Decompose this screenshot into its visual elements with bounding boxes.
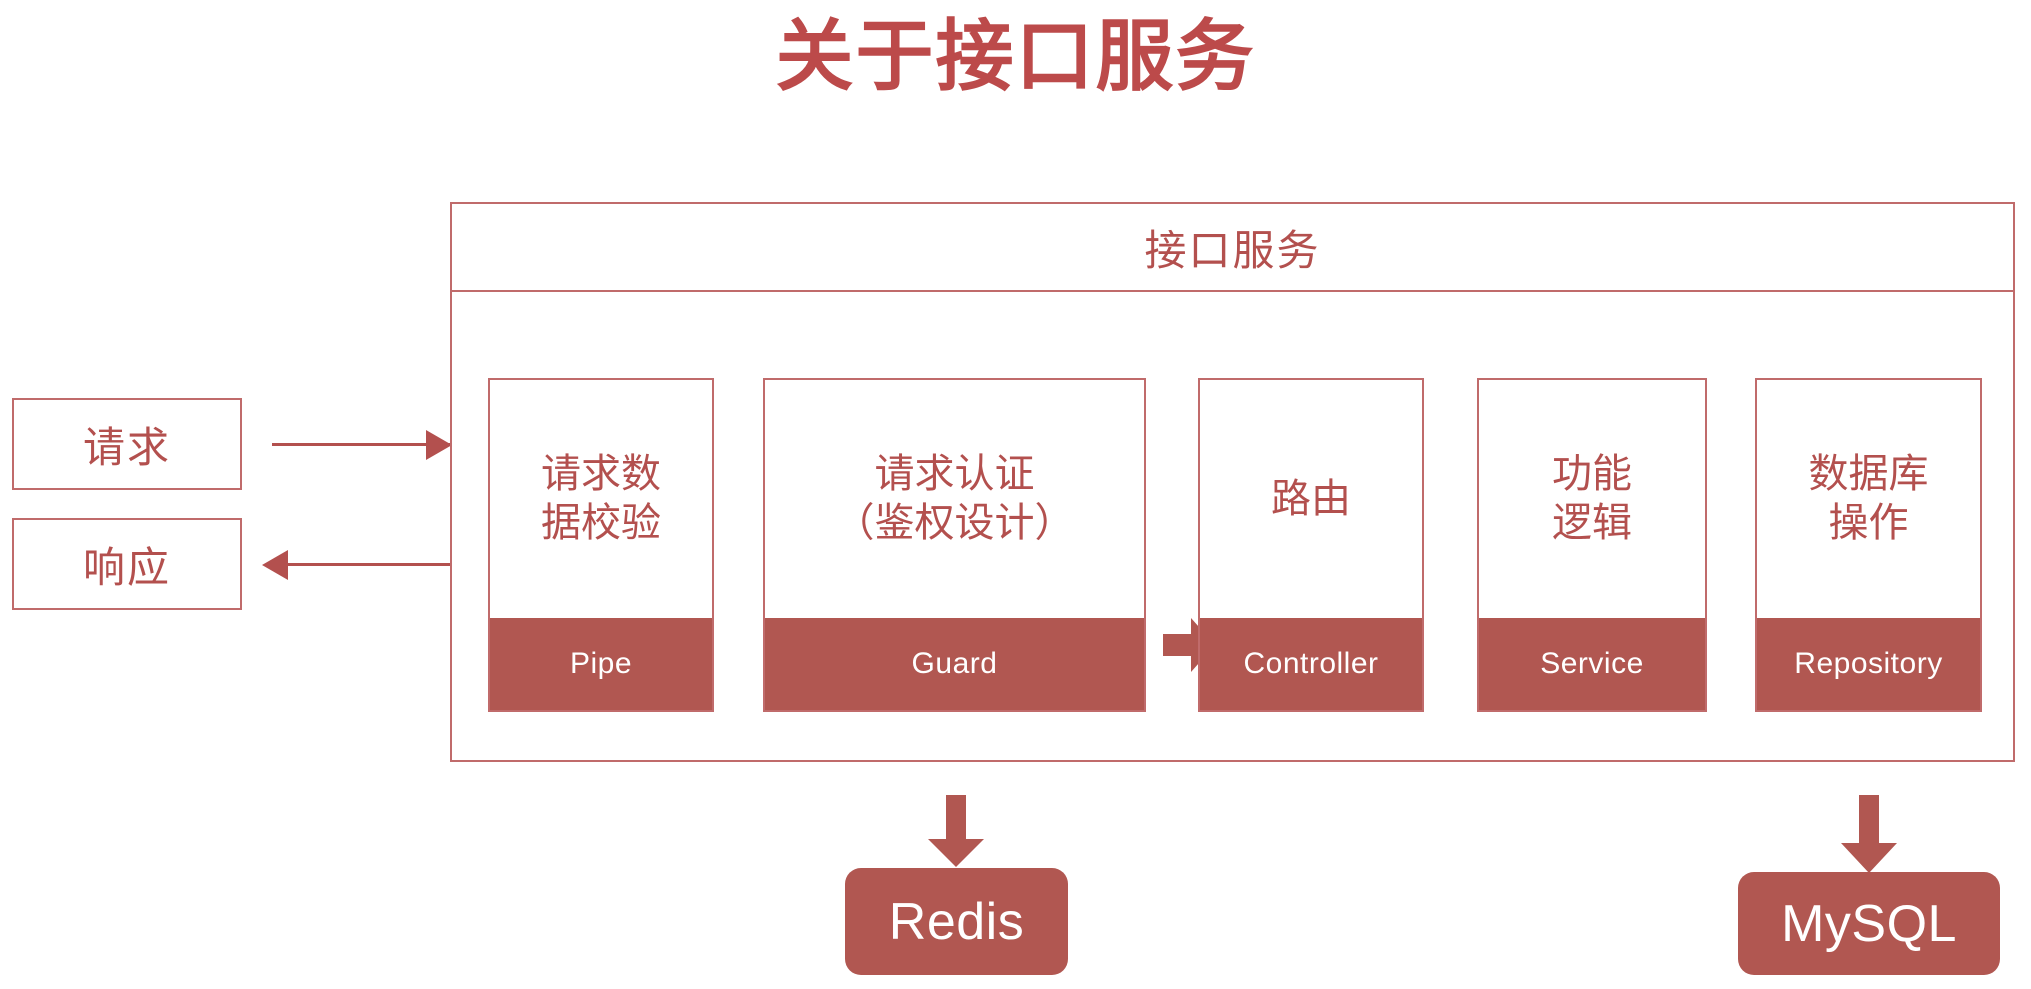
- page-title: 关于接口服务: [775, 12, 1256, 100]
- stage-repository-tech: Repository: [1757, 618, 1980, 710]
- arrow-left-icon: [262, 550, 288, 580]
- stage-controller-title: 路由: [1271, 476, 1351, 521]
- datastore-redis-label: Redis: [888, 892, 1025, 951]
- stage-service: 功能 逻辑 Service: [1477, 378, 1707, 712]
- response-connector-line: [272, 563, 450, 566]
- response-label: 响应: [82, 543, 171, 591]
- stage-pipe-title: 请求数 据校验: [541, 452, 661, 545]
- stage-repository: 数据库 操作 Repository: [1755, 378, 1982, 712]
- stage-service-title: 功能 逻辑: [1552, 452, 1632, 545]
- stage-repository-title: 数据库 操作: [1808, 452, 1929, 545]
- arrow-right-icon: [426, 430, 452, 460]
- stage-guard-tech: Guard: [765, 618, 1144, 710]
- stage-guard: 请求认证 （鉴权设计） Guard: [763, 378, 1146, 712]
- request-label: 请求: [82, 423, 171, 471]
- stage-pipe-tech: Pipe: [490, 618, 712, 710]
- stage-controller: 路由 Controller: [1198, 378, 1424, 712]
- block-arrow-down-icon: [928, 795, 984, 867]
- stage-controller-tech: Controller: [1200, 618, 1422, 710]
- pipeline-row: 请求数 据校验 Pipe 请求认证 （鉴权设计） Guard 路由 Contro…: [450, 378, 2015, 712]
- stage-guard-title: 请求认证 （鉴权设计）: [834, 452, 1075, 545]
- datastore-redis: Redis: [845, 868, 1068, 975]
- stage-pipe: 请求数 据校验 Pipe: [488, 378, 714, 712]
- datastore-mysql-label: MySQL: [1781, 894, 1957, 953]
- block-arrow-down-icon: [1841, 795, 1897, 873]
- datastore-mysql: MySQL: [1738, 872, 2000, 975]
- service-header: 接口服务: [452, 204, 2013, 292]
- service-header-label: 接口服务: [1144, 226, 1321, 274]
- stage-service-tech: Service: [1479, 618, 1705, 710]
- request-box: 请求: [12, 398, 242, 490]
- request-connector-line: [272, 443, 450, 446]
- response-box: 响应: [12, 518, 242, 610]
